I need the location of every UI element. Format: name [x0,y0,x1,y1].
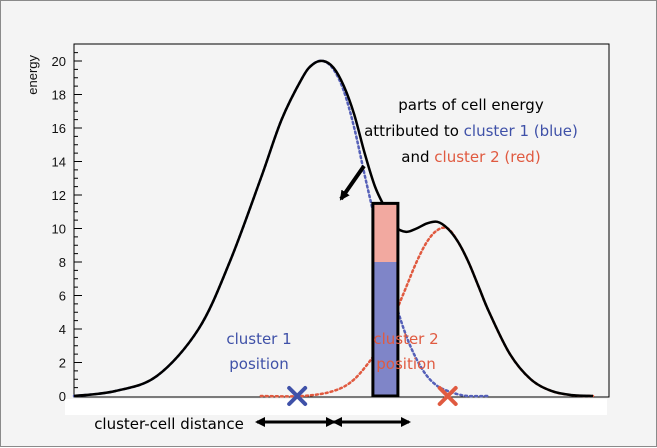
y-tick-label: 18 [52,88,66,103]
distance-band [65,399,607,415]
marker-cluster-2 [437,386,458,406]
cluster1-label: cluster 1 [226,330,291,348]
y-tick-label: 6 [59,289,66,304]
cell-bar [371,201,400,398]
distance-label: cluster-cell distance [94,415,244,433]
annotation-line-3: and cluster 2 (red) [401,148,540,166]
cluster2-position-label: position [376,355,435,373]
annotation-arrow [339,164,366,201]
annotation-cluster2-red: cluster 2 (red) [434,148,540,166]
marker-cluster-1 [287,386,308,406]
annotation-line-2-prefix: attributed to [364,122,464,140]
annotation-line-2: attributed to cluster 1 (blue) [364,122,578,140]
y-axis-label: energy [25,55,40,95]
y-tick-label: 0 [59,389,66,404]
cluster2-label: cluster 2 [373,330,438,348]
y-tick-label: 20 [52,54,66,69]
y-tick-label: 10 [52,222,66,237]
y-tick-label: 12 [52,188,66,203]
annotation-line-3-prefix: and [401,148,434,166]
y-tick-label: 8 [59,255,66,270]
y-axis: 0 2 4 6 8 10 12 14 16 18 20 [52,44,82,404]
position-markers [287,386,458,406]
cell-outline [371,201,400,398]
series-cluster-1-line [72,59,491,398]
annotation-cluster1-blue: cluster 1 (blue) [464,122,578,140]
cell-cluster1-part [372,262,398,396]
y-tick-label: 16 [52,121,66,136]
y-tick-label: 14 [52,155,66,170]
annotation-line-1: parts of cell energy [398,96,544,114]
y-tick-label: 4 [59,322,66,337]
y-tick-label: 2 [59,356,66,371]
cluster1-position-label: position [229,355,288,373]
cell-cluster2-part [372,203,398,262]
